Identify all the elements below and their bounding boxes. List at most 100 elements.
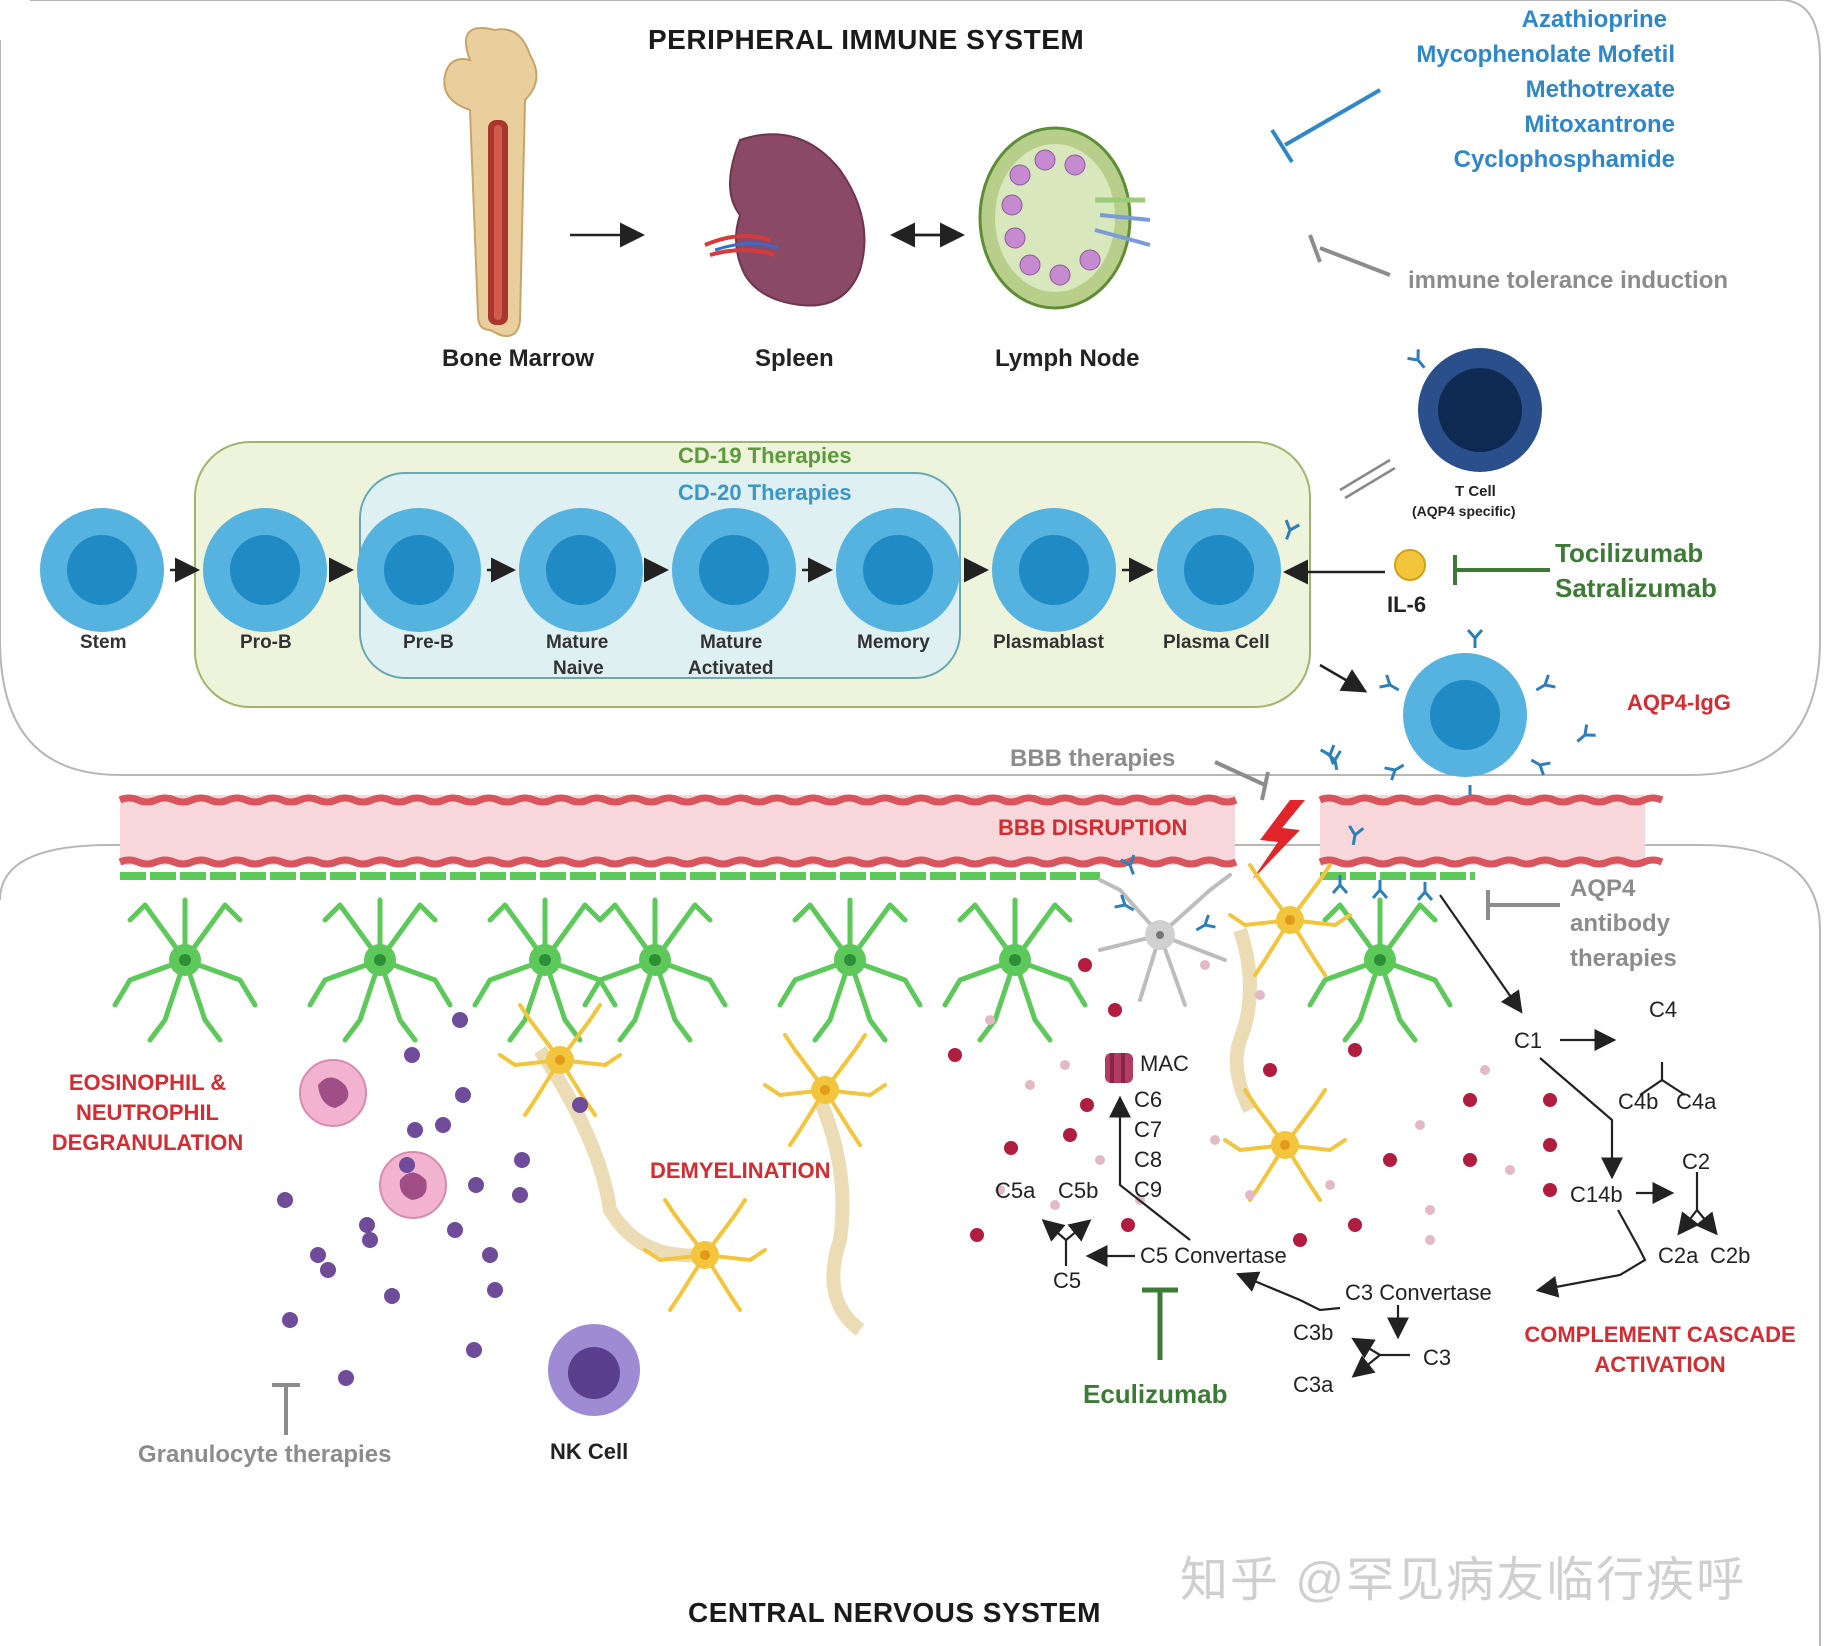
red-particle (1543, 1183, 1557, 1197)
spleen-label: Spleen (755, 345, 834, 372)
comp-c2a: C2a (1658, 1243, 1699, 1268)
comp-c5a: C5a (995, 1178, 1036, 1203)
pink-particle (1480, 1065, 1490, 1075)
comp-c8: C8 (1134, 1147, 1163, 1172)
complement-label-1: COMPLEMENT CASCADE (1524, 1322, 1796, 1347)
blood-brain-barrier (118, 794, 1664, 880)
aqp4-therapy-label-3: therapies (1570, 945, 1677, 972)
pink-particle (1050, 1200, 1060, 1210)
pink-particle (1425, 1235, 1435, 1245)
pink-particle (1505, 1165, 1515, 1175)
comp-c4: C4 (1649, 997, 1678, 1022)
granule-dot (435, 1117, 451, 1133)
granule-dot (282, 1312, 298, 1328)
drug-cyclophosphamide: Cyclophosphamide (1453, 146, 1675, 173)
t-cell (1405, 347, 1542, 472)
comp-c6: C6 (1134, 1087, 1163, 1112)
pink-particle (985, 1015, 995, 1025)
granule-dot (404, 1047, 420, 1063)
granulocyte-therapies-label: Granulocyte therapies (138, 1441, 392, 1468)
bbb-disruption-label: BBB DISRUPTION (998, 815, 1188, 840)
granule-dot (310, 1247, 326, 1263)
granule-dot (482, 1247, 498, 1263)
granule-dot (338, 1370, 354, 1386)
aqp4-therapy-label-2: antibody (1570, 910, 1670, 937)
granule-dot (359, 1217, 375, 1233)
granulocytes (299, 1059, 447, 1219)
comp-c2b: C2b (1710, 1243, 1751, 1268)
comp-c4a: C4a (1676, 1089, 1717, 1114)
eculizumab-label: Eculizumab (1083, 1379, 1228, 1409)
granule-dot (447, 1222, 463, 1238)
red-particle (1463, 1093, 1477, 1107)
red-particle (1121, 1218, 1135, 1232)
pink-particle (995, 1185, 1005, 1195)
cell-label-mature-naive: Mature (546, 632, 609, 653)
eosinophil-label-1: EOSINOPHIL & (68, 1070, 227, 1095)
red-particle (1263, 1063, 1277, 1077)
immune-tolerance-label: immune tolerance induction (1408, 267, 1729, 294)
pink-particle (1060, 1060, 1070, 1070)
granule-dot (320, 1262, 336, 1278)
red-particle (1293, 1233, 1307, 1247)
lymph-node-label: Lymph Node (995, 345, 1140, 372)
pink-particle (1200, 960, 1210, 970)
drug-satralizumab: Satralizumab (1555, 573, 1717, 603)
t-cell-label: T Cell (1455, 483, 1496, 500)
spleen-illustration (704, 133, 866, 307)
comp-c5-convertase: C5 Convertase (1140, 1243, 1287, 1268)
red-particle (948, 1048, 962, 1062)
comp-c2: C2 (1682, 1149, 1711, 1174)
pink-particle (1255, 990, 1265, 1000)
cd20-label: CD-20 Therapies (678, 480, 852, 505)
cell-label-pre-b: Pre-B (403, 632, 454, 653)
bbb-therapy-inhibitor (1214, 760, 1266, 787)
aqp4-igg-cell (1319, 628, 1598, 805)
drug-methotrexate: Methotrexate (1525, 76, 1675, 103)
tolerance-inhibitor (1319, 246, 1391, 277)
comp-c3b: C3b (1293, 1320, 1334, 1345)
nk-cell (548, 1324, 640, 1416)
bone-marrow-illustration (443, 27, 538, 337)
complement-label-2: ACTIVATION (1594, 1352, 1726, 1377)
comp-c14b: C14b (1570, 1182, 1623, 1207)
b-cell-pro-b (203, 508, 327, 632)
watermark: 知乎 @罕见病友临行疾呼 (1180, 1554, 1747, 1607)
granule-dot (468, 1177, 484, 1193)
t-cell-sublabel: (AQP4 specific) (1412, 503, 1516, 519)
eosinophil-label-3: DEGRANULATION (51, 1130, 244, 1155)
cell-label-plasmablast: Plasmablast (993, 632, 1104, 653)
b-cell-plasma-cell (1157, 508, 1281, 632)
comp-c3: C3 (1423, 1345, 1452, 1370)
granule-dot (362, 1232, 378, 1248)
comp-c5: C5 (1053, 1268, 1082, 1293)
demyelination-label: DEMYELINATION (650, 1158, 831, 1183)
b-cell-memory (836, 508, 960, 632)
comp-c5b: C5b (1058, 1178, 1099, 1203)
il6-label: IL-6 (1387, 592, 1427, 617)
pink-particle (1210, 1135, 1220, 1145)
cns-title: CENTRAL NERVOUS SYSTEM (688, 1597, 1101, 1628)
bbb-therapies-label: BBB therapies (1010, 745, 1176, 772)
cell-label-plasma-cell: Plasma Cell (1163, 632, 1270, 653)
comp-mac: MAC (1140, 1051, 1189, 1076)
comp-c3a: C3a (1293, 1372, 1334, 1397)
cd19-label: CD-19 Therapies (678, 443, 852, 468)
red-particle (1348, 1043, 1362, 1057)
granule-dot (572, 1097, 588, 1113)
granule-dot (277, 1192, 293, 1208)
red-particle (1004, 1141, 1018, 1155)
granule-dot (514, 1152, 530, 1168)
bone-marrow-label: Bone Marrow (442, 345, 595, 372)
red-particle (1063, 1128, 1077, 1142)
pink-particle (1415, 1120, 1425, 1130)
red-particle (1543, 1093, 1557, 1107)
cell-label-pro-b: Pro-B (240, 632, 292, 653)
comp-c3-convertase: C3 Convertase (1345, 1280, 1492, 1305)
granule-dot (399, 1157, 415, 1173)
granule-dot (407, 1122, 423, 1138)
lymph-node-illustration (978, 126, 1151, 310)
drug-azathioprine: Azathioprine (1521, 6, 1667, 33)
mac-icon (1105, 1053, 1133, 1083)
